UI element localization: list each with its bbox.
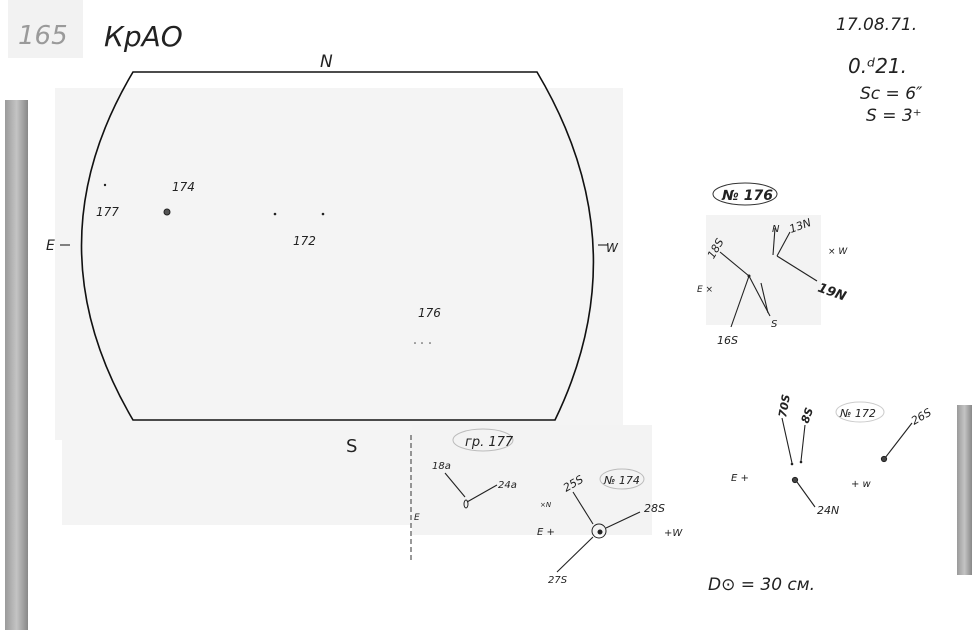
group-label-172: 172: [293, 234, 316, 248]
sunspot: [321, 212, 325, 216]
east-marker: E +: [731, 473, 749, 484]
paper-patch: [8, 0, 83, 58]
east-marker: E: [414, 513, 420, 523]
group-title-ellipse: [599, 468, 645, 490]
sheet-number: 165: [18, 21, 68, 51]
scan-edge-right: [957, 405, 972, 575]
spot-label: 70S: [776, 393, 793, 418]
spot-label: 16S: [717, 334, 738, 347]
group-172-title: № 172: [839, 407, 876, 420]
spot-label: N: [772, 224, 780, 235]
sunspot: [103, 183, 107, 187]
sunspot: [799, 460, 803, 464]
seeing-value: Sc = 6″: [860, 84, 923, 104]
spot-label: 28S: [644, 502, 665, 515]
group-title-ellipse: [452, 428, 514, 452]
sunspot: [414, 342, 416, 344]
east-marker: E +: [537, 527, 555, 538]
paper-patch: [412, 425, 652, 535]
quality-value: S = 3⁺: [866, 106, 922, 126]
sunspot: [791, 476, 799, 484]
group-174-sketch: № 174 25S 28S 27S E + +W: [537, 468, 683, 586]
group-177-title: гр. 177: [465, 435, 514, 450]
group-title-ellipse: [712, 182, 778, 206]
observation-time: 0.ᵈ21.: [848, 54, 907, 78]
north-label: N: [320, 52, 333, 72]
sunspot: [429, 342, 431, 344]
group-177-sketch: гр. 177 18a 24a E ×N: [410, 428, 552, 560]
spot-label: S: [771, 319, 778, 330]
spot-label: 27S: [548, 575, 568, 586]
group-label-177: 177: [96, 205, 119, 219]
solar-diameter-label: D⊙ = 30 см.: [708, 575, 815, 595]
paper-patch: [706, 215, 821, 325]
west-marker: × W: [828, 247, 848, 257]
group-label-176: 176: [418, 306, 441, 320]
observation-date: 17.08.71.: [836, 15, 917, 35]
group-176-title: № 176: [721, 188, 773, 204]
spot-label: 8S: [799, 406, 817, 425]
group-title-ellipse: [835, 401, 885, 423]
group-174-title: № 174: [603, 474, 640, 487]
spot-label: 18a: [432, 461, 451, 472]
group-label-174: 174: [172, 180, 195, 194]
scan-edge-left: [5, 100, 28, 630]
observatory-label: КрАО: [104, 20, 183, 53]
sunspot: [163, 208, 171, 216]
spot-label: 24N: [817, 504, 839, 517]
sunspot-penumbra: [591, 523, 607, 539]
solar-disk: N S E W 174 177 172 176: [46, 52, 619, 457]
sunspot: [273, 212, 277, 216]
west-marker: +W: [664, 528, 683, 539]
sunspot: [463, 499, 469, 509]
spot-label: 24a: [498, 480, 517, 491]
sunspot: [880, 455, 888, 463]
east-label: E: [46, 238, 55, 254]
header: 165 КрАО 17.08.71. 0.ᵈ21. Sc = 6″ S = 3⁺: [18, 15, 923, 126]
paper-patch: [62, 440, 412, 525]
spot-label: 26S: [909, 406, 934, 428]
south-label: S: [346, 436, 357, 457]
group-172-sketch: № 172 70S 8S 26S 24N E + + w: [731, 393, 934, 517]
west-marker: + w: [851, 479, 872, 490]
sunspot: [790, 462, 794, 466]
west-label: W: [606, 241, 619, 255]
disk-background: [55, 88, 623, 440]
east-marker: E ×: [697, 285, 713, 295]
disk-outline: [80, 71, 595, 421]
sunspot: [421, 342, 423, 344]
sunspot-umbra: [597, 529, 603, 535]
north-marker: ×N: [540, 501, 552, 509]
